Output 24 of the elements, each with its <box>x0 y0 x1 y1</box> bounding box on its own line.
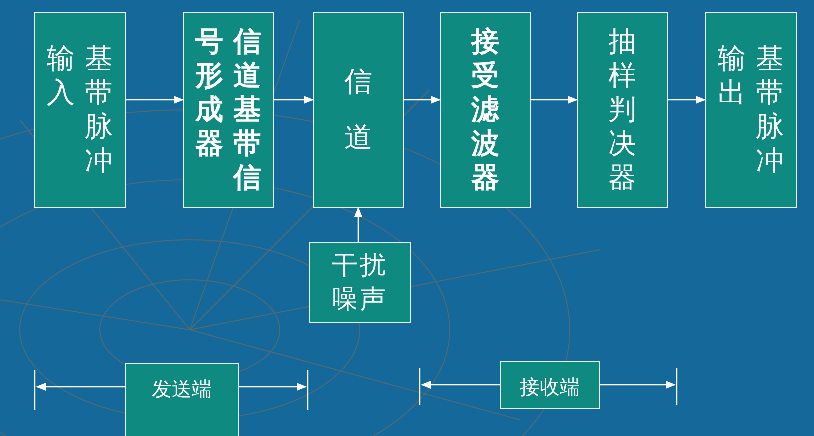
box-label: 信道 <box>344 64 374 156</box>
process-box <box>34 12 126 208</box>
process-box <box>577 12 668 208</box>
label-box <box>125 363 239 436</box>
process-box <box>440 12 531 208</box>
box-label: 基带脉冲输出 <box>717 42 785 178</box>
box-label: 抽样判决器 <box>608 25 638 195</box>
arrow <box>354 207 362 242</box>
box-label: 接收端 <box>520 374 580 401</box>
box-label: 基带脉冲输入 <box>46 42 114 178</box>
arrow <box>126 96 184 104</box>
box-label: 接受滤波器 <box>470 25 500 195</box>
arrow <box>404 96 441 104</box>
box-label: 信道基带信号形成器 <box>194 25 262 195</box>
process-box <box>309 242 411 323</box>
box-label: 发送端 <box>152 376 212 403</box>
arrow <box>274 96 314 104</box>
label-box <box>500 361 600 409</box>
arrow <box>531 96 578 104</box>
process-box <box>313 12 404 208</box>
process-box <box>183 12 274 208</box>
arrow <box>668 96 706 104</box>
process-box <box>705 12 797 208</box>
box-label: 干扰噪声 <box>331 250 389 316</box>
